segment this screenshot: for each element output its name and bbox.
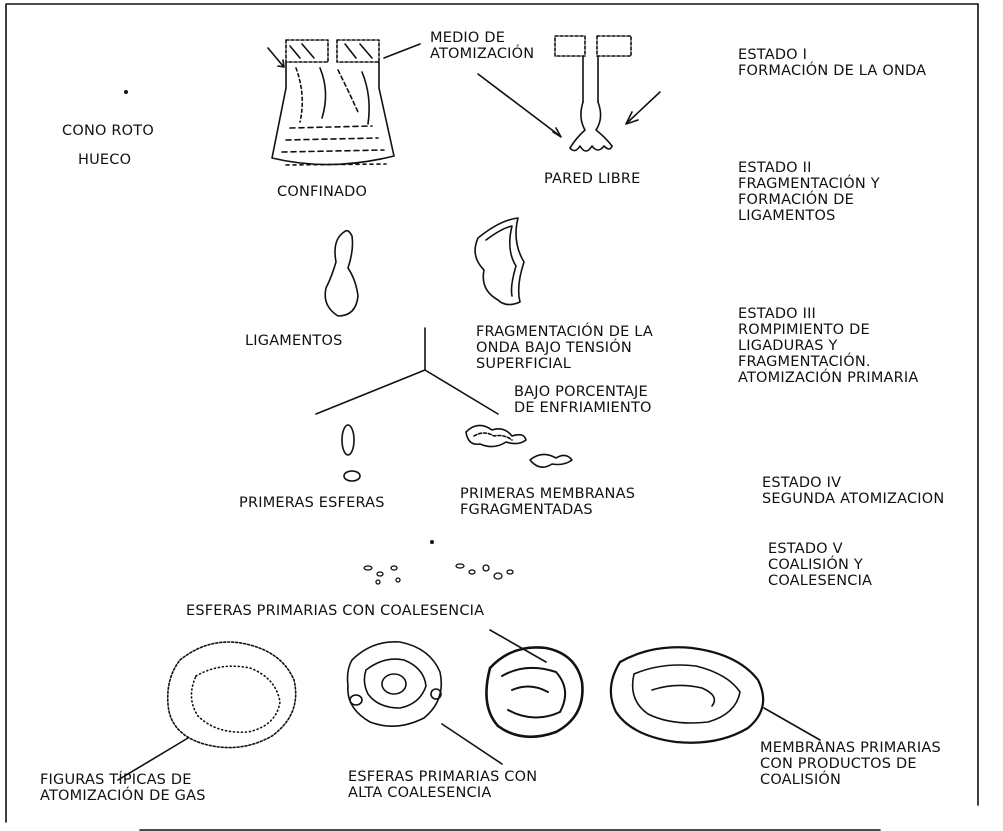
droplet-clusters-figure — [364, 564, 513, 584]
label-medio-atomizacion: MEDIO DE ATOMIZACIÓN — [430, 30, 534, 62]
label-alta-coalesencia: ESFERAS PRIMARIAS CON ALTA COALESENCIA — [348, 769, 537, 801]
label-estado-iv: ESTADO IV SEGUNDA ATOMIZACION — [762, 475, 944, 507]
label-esferas-coalesencia: ESFERAS PRIMARIAS CON COALESENCIA — [186, 603, 484, 619]
label-figuras-tipicas: FIGURAS TÍPICAS DE ATOMIZACIÓN DE GAS — [40, 772, 206, 804]
high-coalescence-figure — [348, 642, 503, 764]
label-estado-i: ESTADO I FORMACIÓN DE LA ONDA — [738, 47, 926, 79]
label-primeras-esferas: PRIMERAS ESFERAS — [239, 495, 385, 511]
label-estado-ii: ESTADO II FRAGMENTACIÓN Y FORMACIÓN DE L… — [738, 160, 880, 224]
confined-nozzle-figure — [268, 40, 420, 165]
membrane-cluster-figure — [486, 630, 582, 737]
label-bajo-porcentaje: BAJO PORCENTAJE DE ENFRIAMIENTO — [514, 384, 652, 416]
label-pared-libre: PARED LIBRE — [544, 171, 641, 187]
wave-sheet-figure — [475, 218, 524, 305]
fragmented-membranes-figure — [466, 425, 572, 467]
label-estado-v: ESTADO V COALISIÓN Y COALESENCIA — [768, 541, 872, 589]
label-fragmentacion-onda: FRAGMENTACIÓN DE LA ONDA BAJO TENSIÓN SU… — [476, 324, 653, 372]
label-confinado: CONFINADO — [277, 184, 367, 200]
label-estado-iii: ESTADO III ROMPIMIENTO DE LIGADURAS Y FR… — [738, 306, 919, 386]
label-primeras-membranas: PRIMERAS MEMBRANAS FGRAGMENTADAS — [460, 486, 635, 518]
label-membranas-primarias: MEMBRANAS PRIMARIAS CON PRODUCTOS DE COA… — [760, 740, 941, 788]
first-spheres-figure — [342, 425, 360, 481]
ligament-figure — [325, 231, 358, 316]
label-cono-roto: CONO ROTO — [62, 123, 154, 139]
label-hueco: HUECO — [78, 152, 131, 168]
label-ligamentos: LIGAMENTOS — [245, 333, 343, 349]
branch-arrows — [316, 328, 498, 414]
primary-membranes-figure — [611, 647, 820, 742]
gas-atomization-figure — [118, 642, 296, 780]
